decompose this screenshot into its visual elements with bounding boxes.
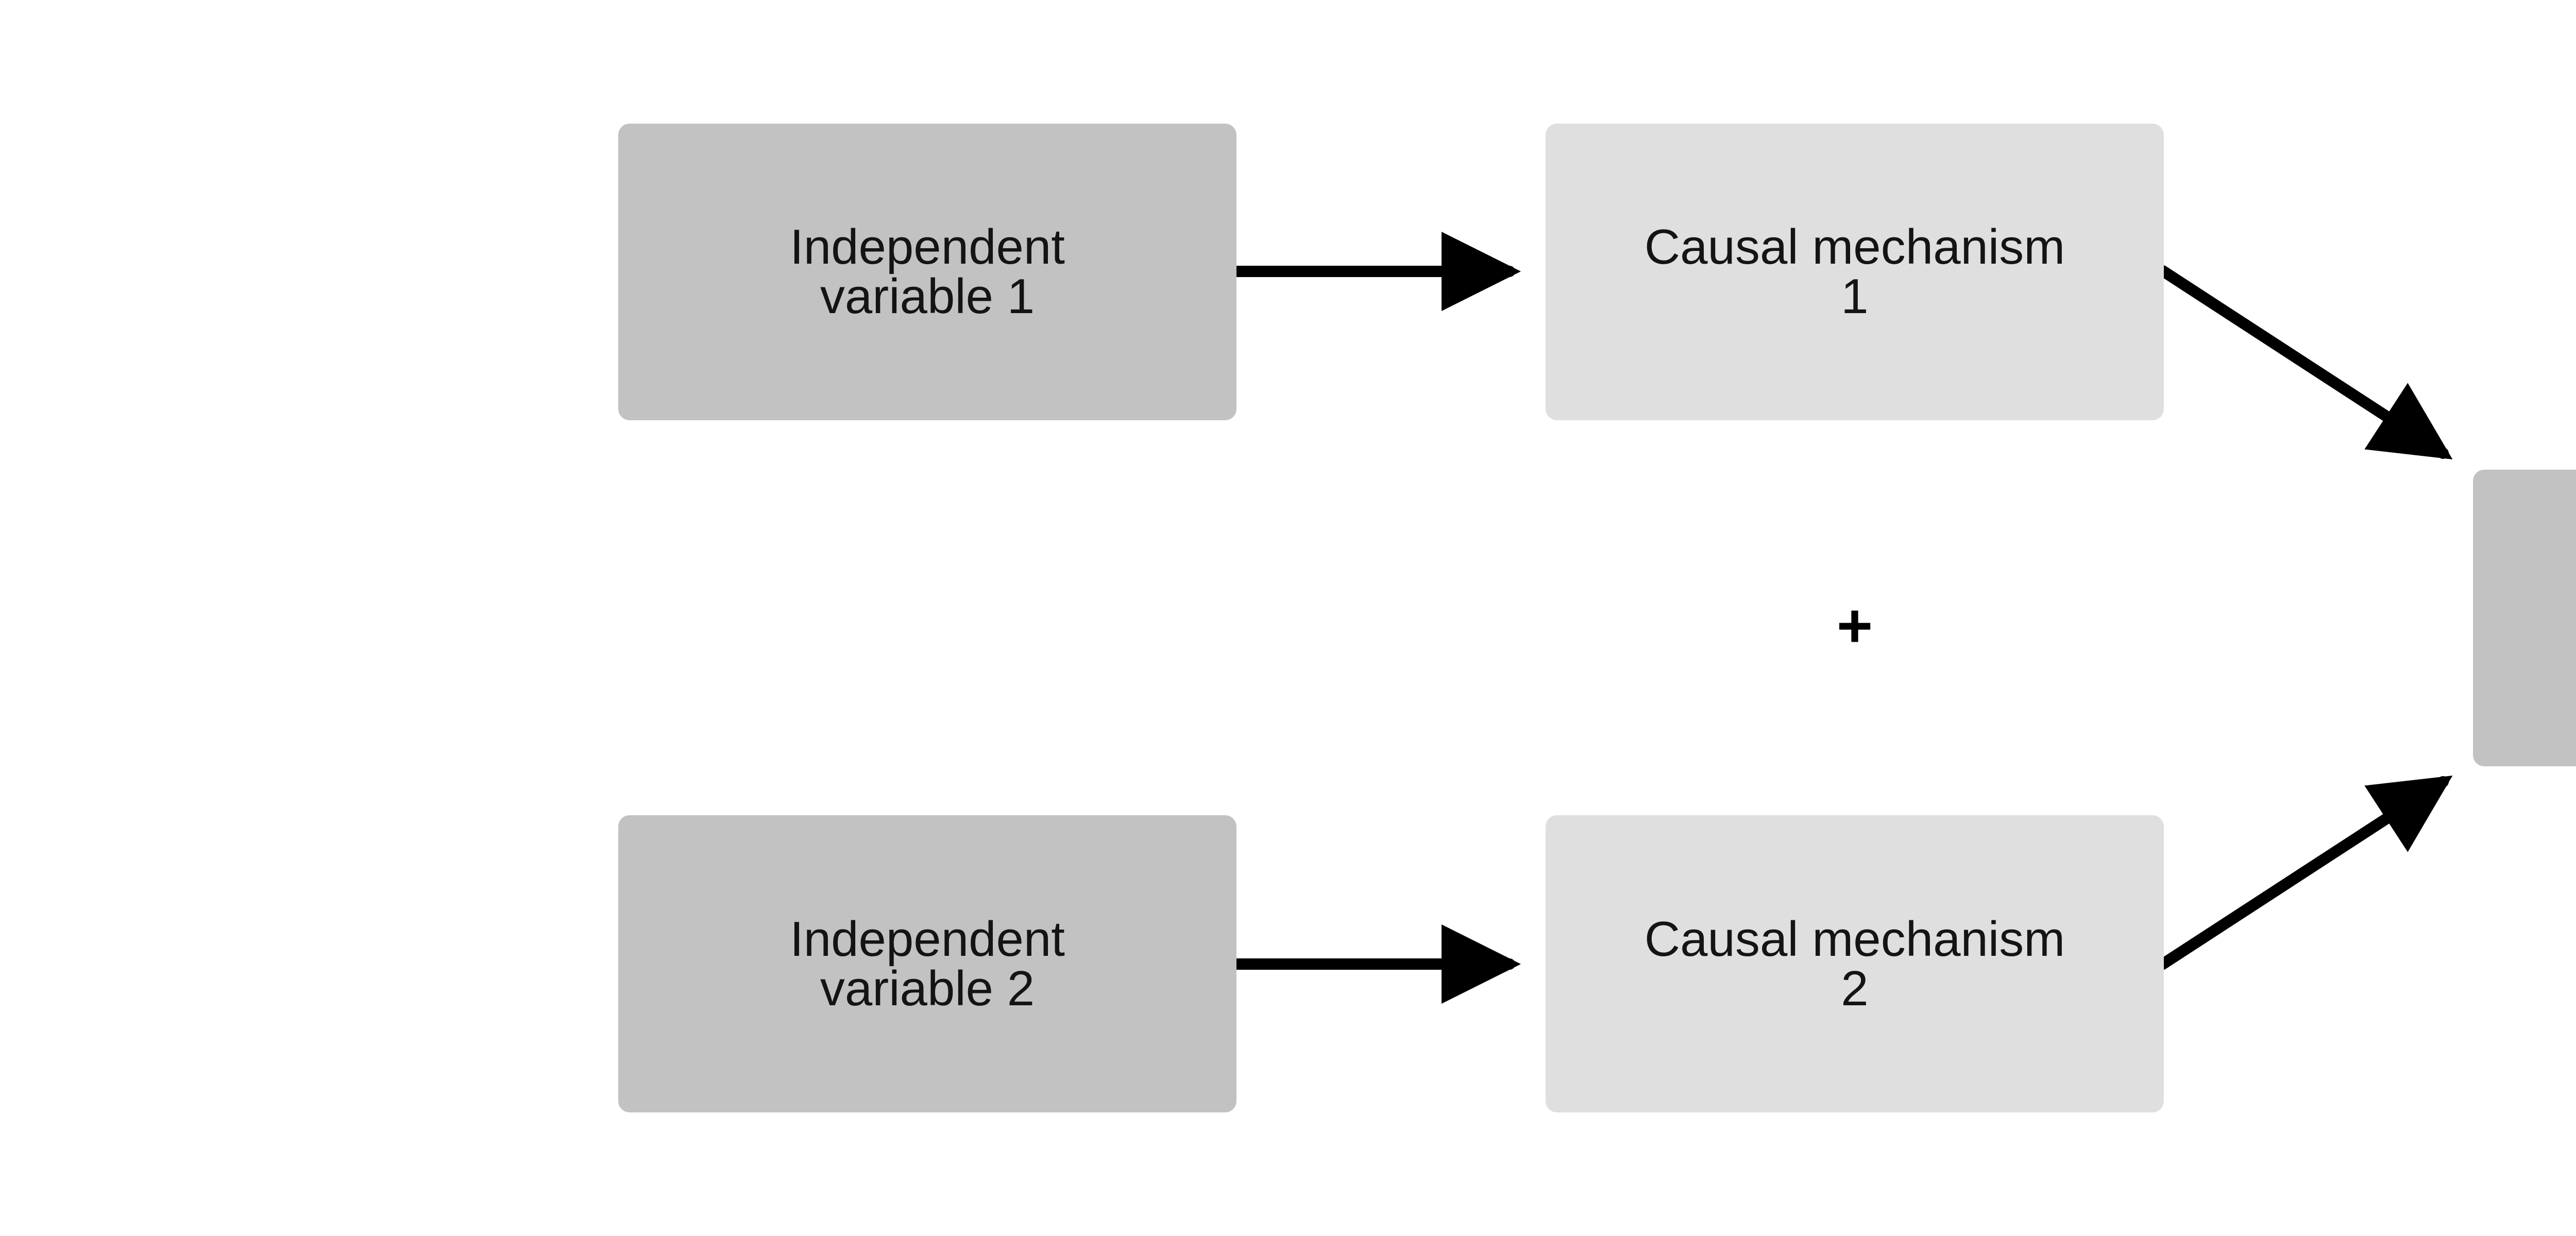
node-label: Causal mechanism 2 (1644, 911, 2065, 1016)
node-dependent-variable[interactable]: Dependent variable (2473, 470, 2576, 766)
node-label: Independent variable 2 (790, 911, 1065, 1016)
arrow-cm2-to-dv (2157, 776, 2453, 970)
plus-operator-symbol: + (1777, 572, 1932, 680)
node-independent-variable-2[interactable]: Independent variable 2 (618, 815, 1236, 1112)
node-causal-mechanism-1[interactable]: Causal mechanism 1 (1546, 124, 2164, 420)
arrow-cm1-to-dv (2157, 265, 2453, 459)
node-independent-variable-1[interactable]: Independent variable 1 (618, 124, 1236, 420)
plus-operator-label: + (1836, 591, 1873, 660)
node-label: Causal mechanism 1 (1644, 219, 2065, 324)
node-label: Independent variable 1 (790, 219, 1065, 324)
node-causal-mechanism-2[interactable]: Causal mechanism 2 (1546, 815, 2164, 1112)
